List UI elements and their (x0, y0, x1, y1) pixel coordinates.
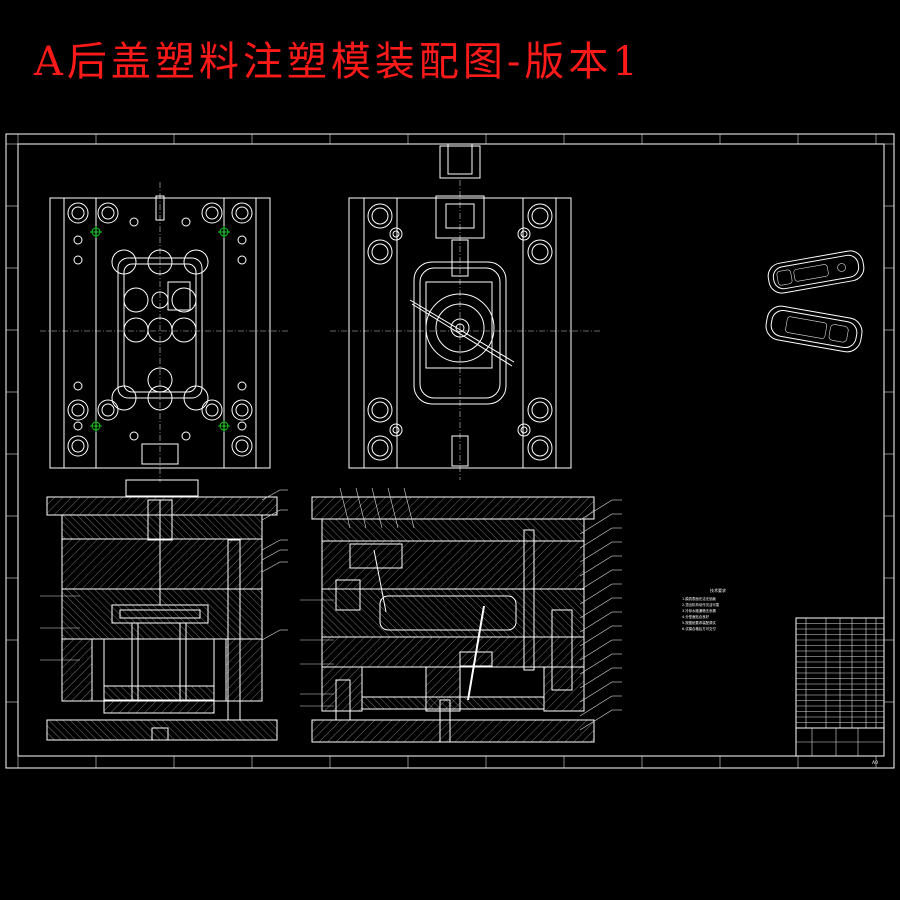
tech-requirement-5: 5.按图纸要求装配调试 (682, 620, 716, 625)
plan-view-moving-half (330, 143, 600, 480)
tech-requirement-6: 6.试模合格后方可交付 (682, 626, 716, 631)
tech-requirement-4: 4.分型面贴合良好 (682, 614, 710, 619)
tech-requirement-1: 1.模具表面光洁无划痕 (682, 596, 716, 601)
section-view-b (300, 487, 622, 743)
tech-requirements-heading: 技术要求 (710, 587, 726, 593)
product-isometric-views (765, 250, 865, 353)
technical-requirements: 技术要求 1.模具表面光洁无划痕 2.顶出机构动作灵活可靠 3.冷却水路通畅无渗… (682, 587, 726, 631)
sheet-size-label: A0 (872, 760, 878, 766)
tech-requirement-2: 2.顶出机构动作灵活可靠 (682, 602, 720, 607)
section-view-a (40, 479, 288, 741)
tech-requirement-3: 3.冷却水路通畅无渗漏 (682, 608, 716, 613)
title-block: A0 (795, 617, 885, 766)
drawing-title: A后盖塑料注塑模装配图-版本1 (34, 39, 642, 85)
frame-ticks (6, 134, 894, 768)
plan-view-fixed-half (40, 182, 290, 482)
